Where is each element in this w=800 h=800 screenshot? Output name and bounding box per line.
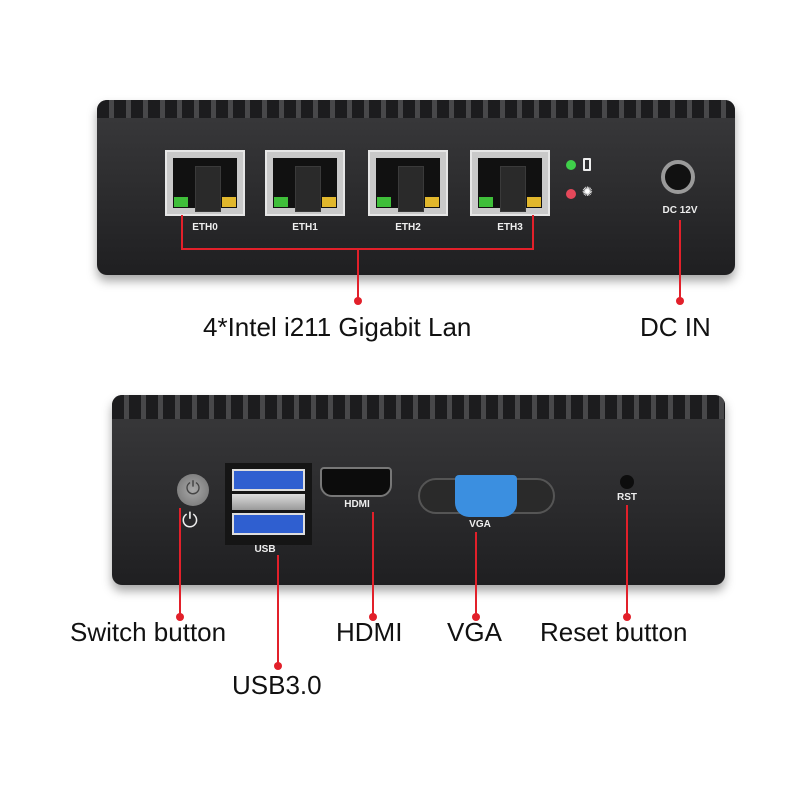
ethernet-port-eth1 (265, 150, 345, 216)
status-led-green (566, 160, 576, 170)
power-icon: ⏻ (182, 508, 198, 532)
ethernet-port-eth2 (368, 150, 448, 216)
usb-label: USB (254, 544, 276, 555)
ethernet-port-eth0 (165, 150, 245, 216)
heatsink-fins (97, 100, 735, 118)
status-led-red (566, 189, 576, 199)
lan-callout: 4*Intel i211 Gigabit Lan (203, 312, 472, 342)
ethernet-port-eth3 (470, 150, 550, 216)
reset-button (620, 475, 634, 489)
usb-callout: USB3.0 (232, 670, 322, 700)
power-light-icon: ✺ (582, 185, 593, 200)
switch-button-callout: Switch button (70, 617, 227, 647)
usb-ports (225, 463, 312, 545)
storage-icon (583, 158, 591, 171)
eth1-label: ETH1 (292, 222, 318, 233)
dc-12v-label: DC 12V (662, 205, 698, 216)
reset-button-callout: Reset button (540, 617, 688, 647)
power-button: ⏻ (177, 474, 209, 506)
hdmi-label: HDMI (344, 499, 370, 510)
hdmi-callout: HDMI (336, 617, 403, 647)
eth2-label: ETH2 (395, 222, 421, 233)
vga-callout: VGA (447, 617, 502, 647)
rst-label: RST (617, 492, 637, 503)
dc-power-jack (661, 160, 695, 194)
eth0-label: ETH0 (192, 222, 218, 233)
dc-in-callout: DC IN (640, 312, 711, 342)
hdmi-port (320, 467, 392, 497)
vga-connector (455, 475, 517, 517)
heatsink-fins (112, 395, 725, 419)
eth3-label: ETH3 (497, 222, 523, 233)
vga-label: VGA (469, 519, 491, 530)
